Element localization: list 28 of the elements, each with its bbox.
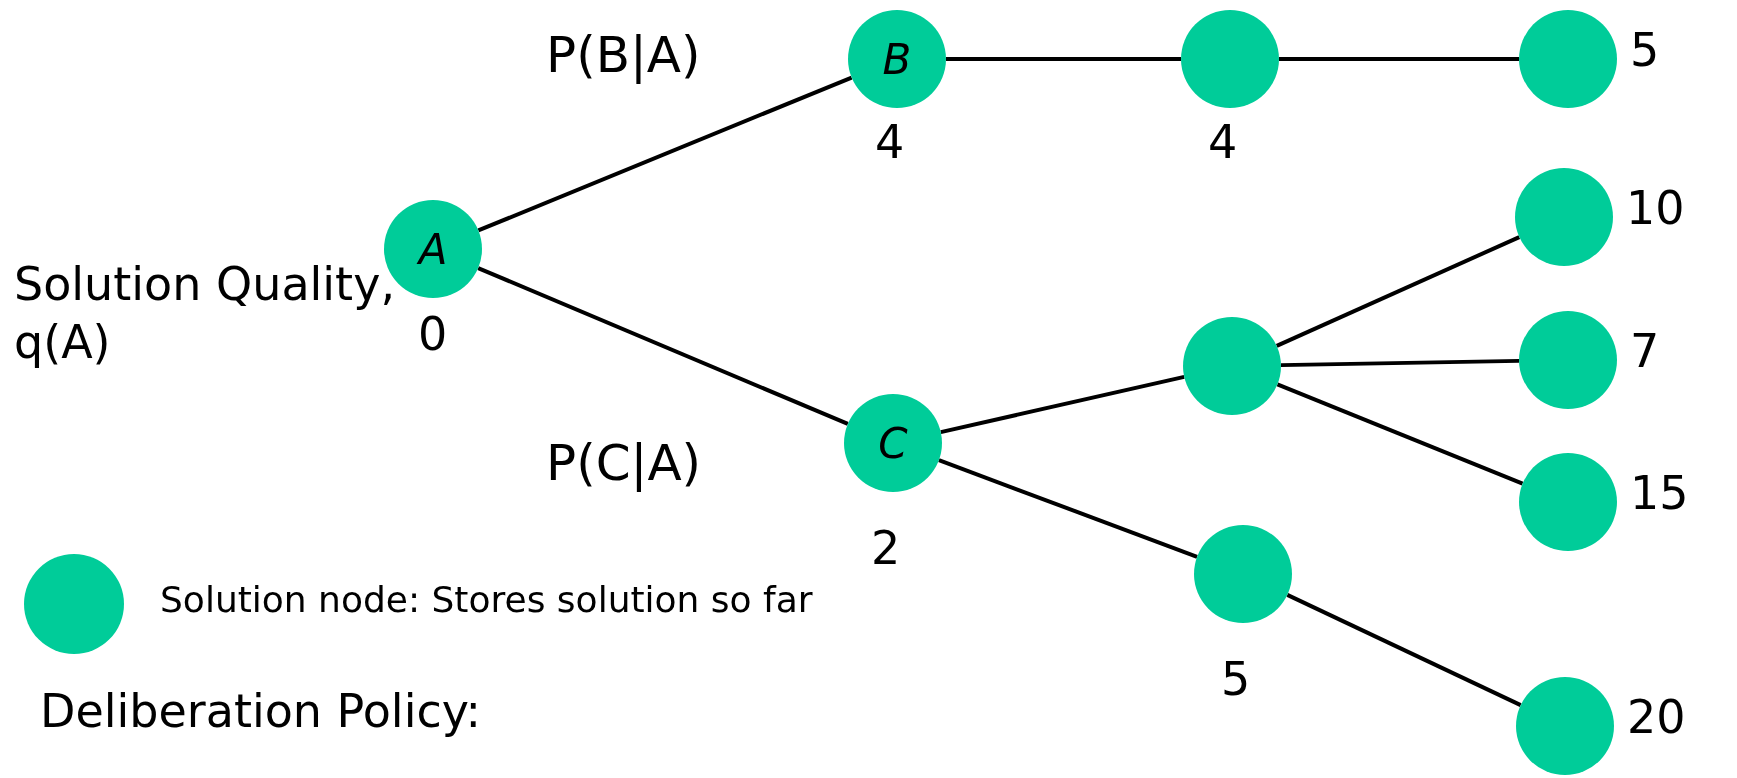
connector-line <box>1275 235 1521 348</box>
node-letter: A <box>418 224 448 274</box>
probability-label: P(C|A) <box>546 433 702 494</box>
quality-value: 0 <box>418 309 448 360</box>
connector-line <box>1280 358 1520 368</box>
connector-line <box>946 57 1181 61</box>
quality-value: 4 <box>1208 117 1238 168</box>
quality-value: 2 <box>871 523 901 574</box>
connector-line <box>940 374 1185 435</box>
connector-line <box>1286 593 1522 707</box>
quality-value: 15 <box>1630 468 1689 519</box>
text-label: Deliberation Policy: <box>40 683 482 740</box>
quality-value: 7 <box>1630 326 1660 377</box>
legend-text: Solution node: Stores solution so far <box>160 580 813 620</box>
connector-line <box>477 75 853 233</box>
node-letter: B <box>882 34 912 84</box>
connector-line <box>938 458 1198 559</box>
quality-value: 5 <box>1221 654 1251 705</box>
connector-line <box>477 266 849 426</box>
quality-value: 5 <box>1630 25 1660 76</box>
quality-value: 4 <box>875 117 905 168</box>
connector-line <box>1276 382 1524 486</box>
node-letter: C <box>878 418 908 468</box>
quality-value: 10 <box>1626 183 1685 234</box>
quality-value: 20 <box>1627 692 1686 743</box>
text-label: Solution Quality, q(A) <box>14 256 396 371</box>
probability-label: P(B|A) <box>546 25 701 86</box>
connector-line <box>1279 57 1519 61</box>
